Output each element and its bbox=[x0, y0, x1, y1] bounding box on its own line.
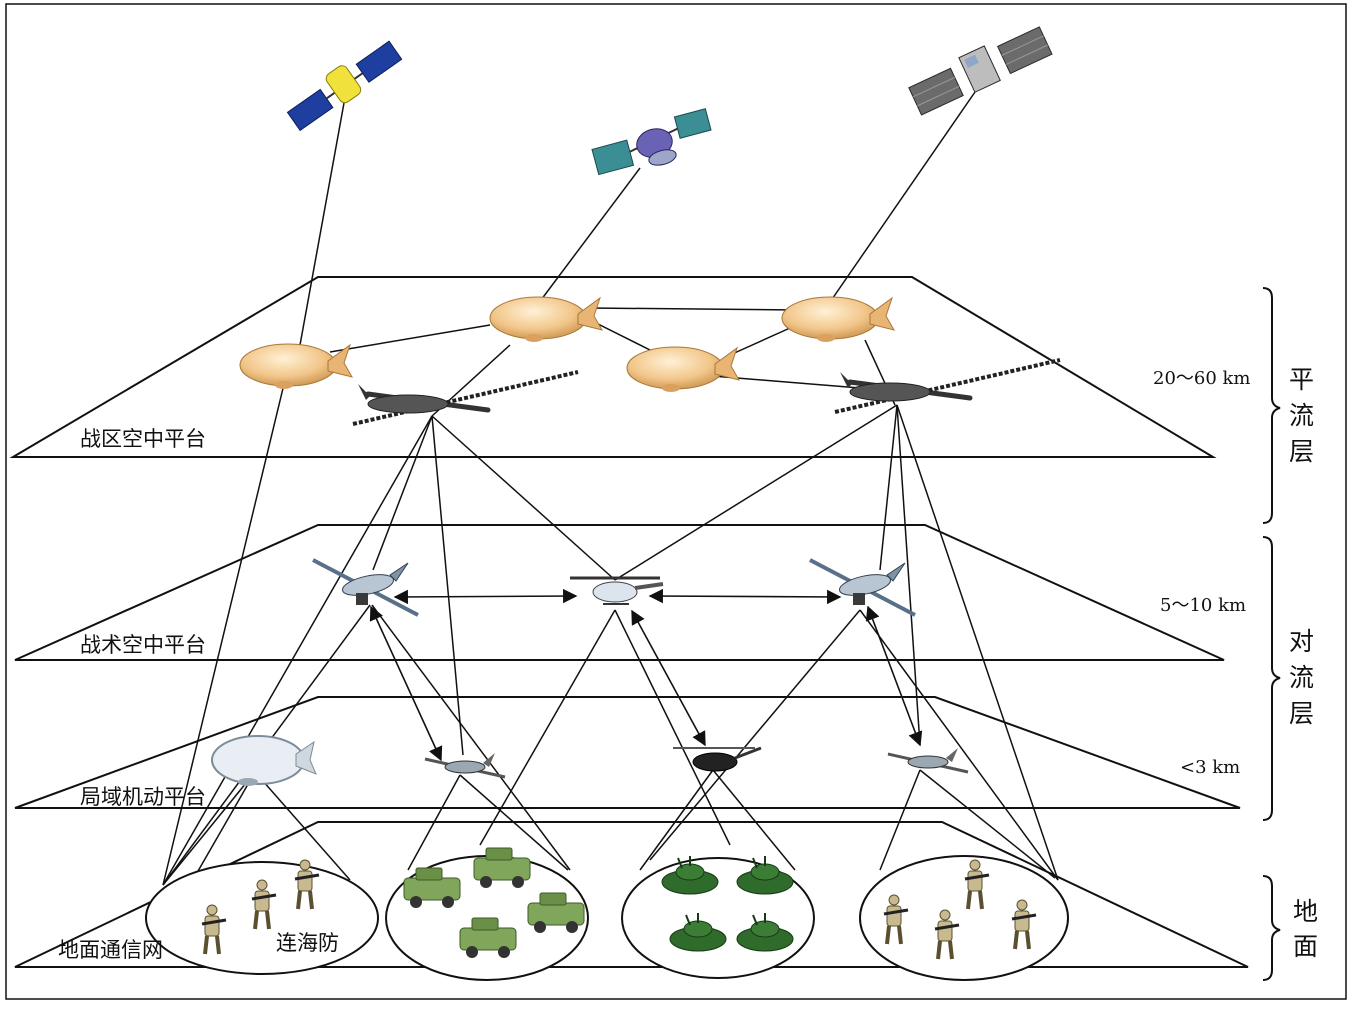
small-uav-icon bbox=[423, 751, 507, 779]
tactical-uav-icon bbox=[311, 558, 420, 617]
theater-link bbox=[329, 324, 491, 353]
frame-border bbox=[5, 3, 1347, 1000]
helicopter-icon bbox=[673, 746, 762, 772]
zone-ground-char: 地 bbox=[1293, 897, 1318, 926]
airship-icon bbox=[489, 296, 603, 343]
uav-link bbox=[614, 404, 898, 581]
local-layer-label: 局域机动平台 bbox=[80, 785, 206, 809]
satellite-gray-icon bbox=[908, 26, 1053, 116]
tactical-uav-icon bbox=[808, 558, 917, 617]
tactical-local-arrow bbox=[865, 605, 923, 747]
uav-link bbox=[162, 415, 433, 886]
sat-link-3 bbox=[827, 91, 976, 306]
theater-link bbox=[729, 327, 791, 356]
airship-icon bbox=[626, 346, 740, 393]
blimp-icon bbox=[211, 735, 317, 786]
tactical-ground-link bbox=[614, 609, 731, 846]
troposphere-brace bbox=[1262, 536, 1281, 821]
tactical-ground-link bbox=[649, 609, 861, 861]
zone-troposphere-char: 层 bbox=[1289, 699, 1314, 728]
tactical-ground-link bbox=[859, 609, 1059, 881]
local-ground-link bbox=[407, 774, 461, 871]
airship-icon bbox=[781, 296, 895, 343]
high-altitude-uav-icon bbox=[353, 372, 578, 424]
satellite-teal-icon bbox=[591, 108, 712, 176]
local-ground-link bbox=[919, 769, 1056, 879]
ground-layer-plane bbox=[14, 821, 1249, 968]
local-ground-link bbox=[189, 771, 256, 886]
altitude-stratosphere: 20～60 km bbox=[1153, 368, 1251, 389]
small-uav-icon bbox=[886, 746, 970, 774]
tactical-arrow bbox=[393, 588, 578, 605]
tactical-ground-link bbox=[371, 604, 571, 871]
local-ground-link bbox=[254, 771, 351, 881]
uav-link bbox=[896, 404, 1059, 881]
tactical-layer-plane bbox=[14, 524, 1225, 661]
high-altitude-uav-icon bbox=[835, 360, 1060, 412]
zone-stratosphere-char: 平 bbox=[1289, 365, 1314, 394]
local-ground-link bbox=[879, 769, 921, 871]
local-ground-link bbox=[162, 771, 256, 886]
helicopter-icon bbox=[568, 576, 665, 606]
stratosphere-brace bbox=[1262, 287, 1281, 524]
theater-link bbox=[699, 374, 861, 389]
theater-link bbox=[589, 307, 801, 311]
ground-unit-label: 连海防 bbox=[276, 931, 339, 955]
theater-layer-label: 战区空中平台 bbox=[80, 427, 206, 451]
sat-link-1 bbox=[299, 102, 345, 346]
ground-layer-label: 地面通信网 bbox=[58, 938, 163, 962]
zone-stratosphere-char: 层 bbox=[1289, 437, 1314, 466]
ground-brace bbox=[1262, 875, 1281, 981]
tactical-ground-link bbox=[479, 609, 616, 846]
zone-troposphere-char: 对 bbox=[1289, 627, 1314, 656]
local-ground-link bbox=[459, 774, 569, 871]
zone-ground-char: 面 bbox=[1293, 932, 1318, 961]
theater-link bbox=[589, 319, 661, 356]
uav-link bbox=[431, 415, 616, 581]
satellite-yellow-icon bbox=[286, 40, 403, 132]
ground-group-infantry bbox=[145, 861, 379, 975]
local-layer-plane bbox=[14, 696, 1241, 809]
uav-link bbox=[431, 415, 464, 756]
tactical-local-arrow bbox=[369, 605, 443, 762]
zone-troposphere-char: 流 bbox=[1289, 663, 1314, 692]
zone-stratosphere-char: 流 bbox=[1289, 401, 1314, 430]
sat-link-2 bbox=[534, 167, 641, 309]
local-ground-link bbox=[712, 769, 796, 871]
tactical-arrow bbox=[648, 588, 842, 605]
tactical-layer-label: 战术空中平台 bbox=[80, 633, 206, 657]
local-ground-link bbox=[639, 769, 714, 871]
uav-link bbox=[879, 404, 898, 571]
theater-layer-plane bbox=[9, 276, 1217, 458]
airship-ground-link bbox=[162, 379, 286, 886]
altitude-local: <3 km bbox=[1180, 757, 1240, 778]
altitude-tactical: 5～10 km bbox=[1160, 595, 1246, 616]
tactical-local-arrow bbox=[631, 609, 706, 747]
uav-link bbox=[372, 415, 433, 571]
